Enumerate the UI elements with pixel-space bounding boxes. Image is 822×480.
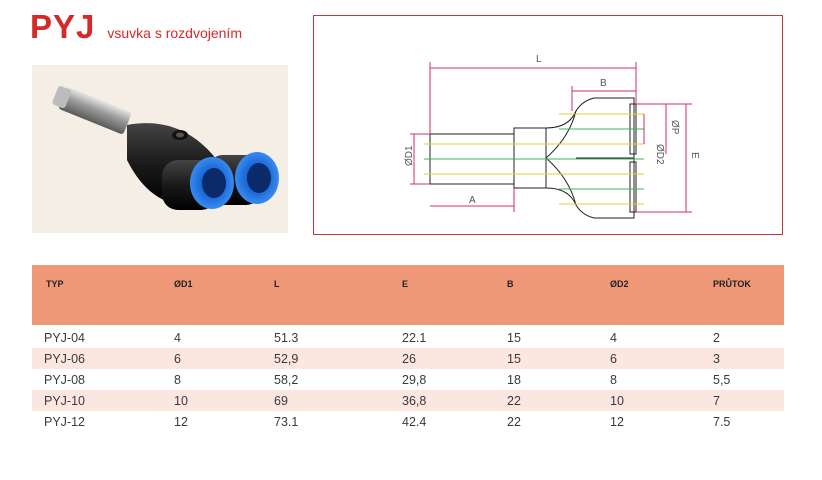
cell-l: 73.1: [274, 414, 299, 429]
table-row: PYJ-12 12 73.1 42.4 22 12 7.5: [32, 411, 784, 432]
table-row: PYJ-06 6 52,9 26 15 6 3: [32, 348, 784, 369]
cell-d1: 8: [174, 372, 181, 387]
cell-d1: 10: [174, 390, 274, 411]
product-code: PYJ: [30, 8, 96, 45]
cell-typ: PYJ-08: [44, 372, 85, 387]
cell-l: 69: [274, 390, 402, 411]
cell-d2: 4: [610, 330, 617, 345]
cell-e: 29,8: [402, 372, 427, 387]
dim-label-A: A: [469, 195, 476, 206]
dim-label-L: L: [536, 54, 542, 65]
cell-typ: PYJ-12: [44, 414, 85, 429]
product-subtitle: vsuvka s rozdvojením: [107, 25, 242, 41]
dim-label-B: B: [600, 78, 607, 89]
cell-typ: PYJ-06: [32, 348, 174, 369]
table-row: PYJ-10 10 69 36,8 22 10 7: [32, 390, 784, 411]
col-header-d2: ØD2: [610, 265, 713, 325]
cell-d2: 8: [610, 372, 617, 387]
dim-label-D1: ØD1: [404, 145, 415, 166]
cell-prutok: 2: [713, 330, 720, 345]
col-header-l: L: [274, 265, 402, 325]
cell-d2: 10: [610, 390, 713, 411]
cell-e: 42.4: [402, 414, 427, 429]
cell-prutok: 7.5: [713, 414, 731, 429]
col-header-b: B: [507, 265, 610, 325]
col-header-e: E: [402, 265, 507, 325]
spec-table: TYP ØD1 L E B ØD2 PRŮTOK PYJ-04 4 51.3 2…: [32, 265, 784, 432]
cell-prutok: 7: [713, 390, 784, 411]
dim-label-E: E: [689, 152, 700, 159]
cell-prutok: 3: [713, 348, 784, 369]
cell-l: 52,9: [274, 348, 402, 369]
cell-e: 36,8: [402, 390, 507, 411]
cell-b: 22: [507, 390, 610, 411]
cell-d2: 6: [610, 348, 713, 369]
col-header-prutok: PRŮTOK: [713, 265, 784, 325]
dimension-drawing: L B A ØD1 ØD2 ØP E: [404, 54, 700, 219]
y-fitting-illustration: [52, 86, 279, 210]
dim-label-D2: ØD2: [654, 144, 665, 165]
col-header-typ: TYP: [32, 265, 174, 325]
cell-d1: 12: [174, 414, 188, 429]
table-row: PYJ-08 8 58,2 29,8 18 8 5,5: [32, 369, 784, 390]
page-title: PYJ vsuvka s rozdvojením: [30, 8, 242, 46]
cell-e: 26: [402, 348, 507, 369]
table-row: PYJ-04 4 51.3 22.1 15 4 2: [32, 325, 784, 348]
technical-drawing: L B A ØD1 ØD2 ØP E: [313, 15, 783, 235]
cell-e: 22.1: [402, 330, 427, 345]
cell-typ: PYJ-04: [44, 330, 85, 345]
cell-d1: 4: [174, 330, 181, 345]
cell-l: 58,2: [274, 372, 299, 387]
cell-d1: 6: [174, 348, 274, 369]
cell-typ: PYJ-10: [32, 390, 174, 411]
cell-b: 15: [507, 330, 521, 345]
cell-b: 22: [507, 414, 521, 429]
col-header-d1: ØD1: [174, 265, 274, 325]
product-photo: [32, 65, 288, 233]
dim-label-P: ØP: [669, 120, 680, 135]
cell-b: 18: [507, 372, 521, 387]
cell-l: 51.3: [274, 330, 299, 345]
cell-prutok: 5,5: [713, 372, 731, 387]
cell-d2: 12: [610, 414, 624, 429]
table-header-row: TYP ØD1 L E B ØD2 PRŮTOK: [32, 265, 784, 325]
cell-b: 15: [507, 348, 610, 369]
